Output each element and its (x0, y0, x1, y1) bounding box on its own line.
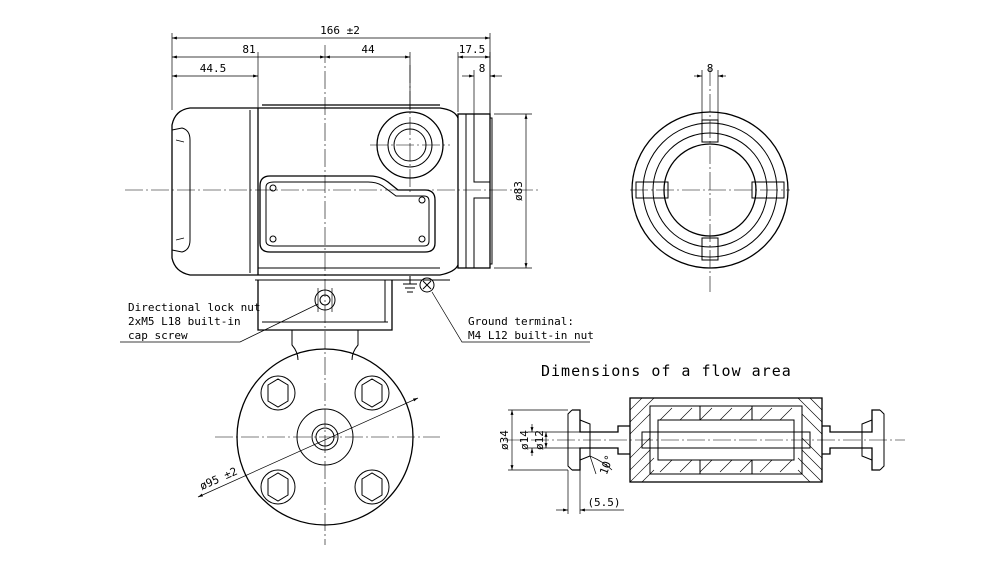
dim-center-to-port: 44 (361, 43, 375, 56)
dim-overall-width: 166 ±2 (320, 24, 360, 37)
dim-flow-length: (5.5) (587, 496, 620, 509)
dim-end-slot-width: 8 (707, 62, 714, 75)
ground-terminal-note-line2: M4 L12 built-in nut (468, 329, 594, 342)
lock-nut-note-line1: Directional lock nut (128, 301, 260, 314)
dim-flange-pcd: ø95 ±2 (198, 465, 240, 493)
ground-terminal-note-line1: Ground terminal: (468, 315, 574, 328)
dim-left-offset: 44.5 (200, 62, 227, 75)
dim-left-to-center: 81 (242, 43, 255, 56)
section-hatching (629, 397, 823, 483)
dim-slot-width: 8 (479, 62, 486, 75)
dim-flow-inner-diameter: ø14 (518, 430, 531, 450)
dim-cap-width: 17.5 (459, 43, 486, 56)
dim-flow-outer-diameter: ø34 (498, 430, 511, 450)
lock-nut-note-line3: cap screw (128, 329, 188, 342)
flow-area-section (505, 397, 905, 514)
end-view (630, 68, 790, 292)
dim-flow-bore-diameter: ø12 (533, 430, 546, 450)
dimension-lines (120, 33, 590, 343)
flow-area-title: Dimensions of a flow area (541, 362, 792, 380)
side-view (125, 45, 540, 545)
dim-flow-angle: 10° (597, 453, 616, 476)
dim-body-diameter: ø83 (512, 181, 525, 201)
lock-nut-note-line2: 2xM5 L18 built-in (128, 315, 241, 328)
